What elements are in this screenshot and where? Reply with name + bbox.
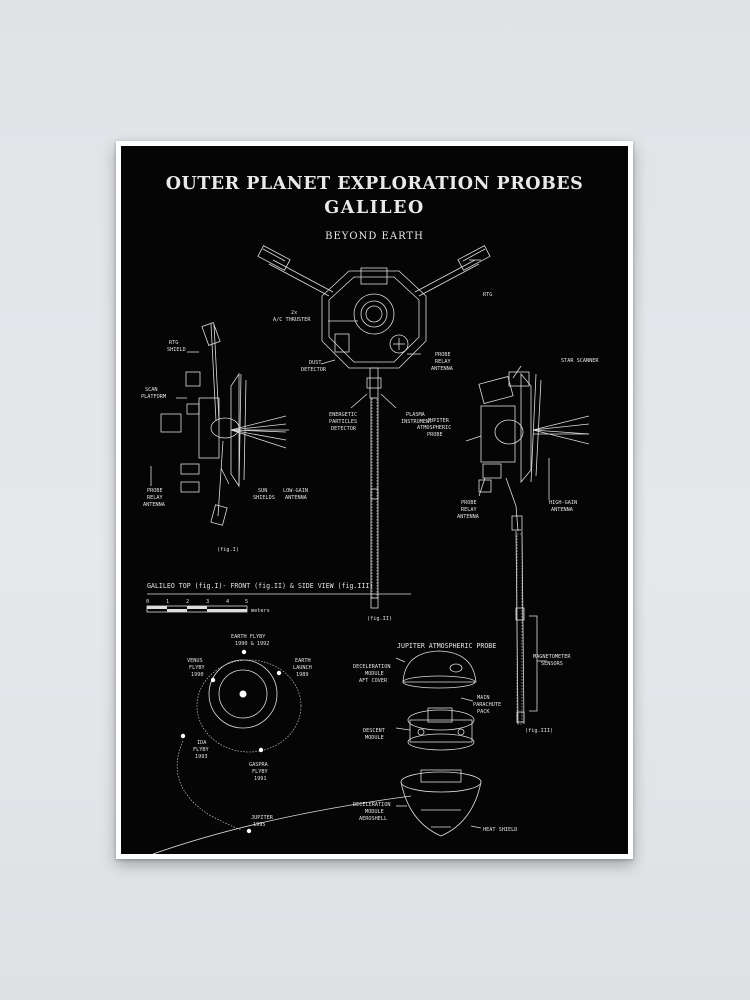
label-star-scanner: STAR SCANNER <box>561 358 599 364</box>
label-descent-1: DESCENT <box>363 728 385 734</box>
label-venus-2: FLYBY <box>189 665 205 671</box>
label-jap-3: PROBE <box>427 432 443 438</box>
label-aft-cover-1: DECELERATION <box>353 664 390 670</box>
blueprint-drawing: GALILEO TOP (fig.I)- FRONT (fig.II) & SI… <box>141 245 599 854</box>
label-sun-shields-1: SUN <box>258 488 267 494</box>
label-pra-right-2: RELAY <box>461 507 477 513</box>
label-jap-2: ATMOSPHERIC <box>417 425 451 431</box>
label-pra-left-1: PROBE <box>147 488 163 494</box>
rtg-left <box>257 245 291 271</box>
poster-subtitle: BEYOND EARTH <box>325 231 424 242</box>
label-energetic-2: PARTICLES <box>329 419 357 425</box>
label-ac-thruster: A/C THRUSTER <box>273 317 311 323</box>
label-jap-1: JUPITER <box>427 418 450 424</box>
atmospheric-probe <box>400 650 482 837</box>
label-gaspra-2: FLYBY <box>252 769 268 775</box>
spacecraft-labels: RTG 2x A/C THRUSTER RTG SHIELD SCAN PLAT… <box>141 292 599 734</box>
label-launch-2: LAUNCH <box>293 665 312 671</box>
label-pra-left-3: ANTENNA <box>143 502 166 508</box>
label-high-gain-1: HIGH-GAIN <box>549 500 577 506</box>
scale-caption: GALILEO TOP (fig.I)- FRONT (fig.II) & SI… <box>147 582 373 590</box>
label-fig2: (fig.II) <box>367 616 392 622</box>
label-rtg-shield-1: RTG <box>169 340 178 346</box>
label-pra-right-1: PROBE <box>461 500 477 506</box>
label-rtg-top: RTG <box>483 292 492 298</box>
poster: OUTER PLANET EXPLORATION PROBES GALILEO … <box>121 146 628 854</box>
label-magnetometer-2: SENSORS <box>541 661 563 667</box>
label-plasma-2: INSTRUMENT <box>401 419 432 425</box>
label-energetic-1: ENERGETIC <box>329 412 357 418</box>
side-view-spacecraft <box>478 371 590 725</box>
label-ac-thruster-count: 2x <box>291 310 297 316</box>
label-rtg-shield-2: SHIELD <box>167 347 186 353</box>
label-gaspra-1: GASPRA <box>249 762 269 768</box>
label-parachute-1: MAIN <box>477 695 490 701</box>
label-pra-left-2: RELAY <box>147 495 163 501</box>
scale-tick-4: 4 <box>226 599 229 605</box>
leader-lines <box>150 259 550 829</box>
label-parachute-2: PARACHUTE <box>473 702 501 708</box>
label-heat-shield: HEAT SHIELD <box>483 827 517 833</box>
label-probe-relay-c1: PROBE <box>435 352 451 358</box>
scale-unit: meters <box>251 608 270 614</box>
label-ida-3: 1993 <box>195 754 208 760</box>
label-sun-shields-2: SHIELDS <box>253 495 275 501</box>
label-plasma-1: PLASMA <box>406 412 426 418</box>
label-dust-detector-1: DUST <box>309 360 322 366</box>
probe-labels: JUPITER ATMOSPHERIC PROBE DECELERATION M… <box>353 642 517 833</box>
label-venus-3: 1990 <box>191 672 204 678</box>
label-jupiter-2: 1995 <box>253 822 266 828</box>
label-pra-right-3: ANTENNA <box>457 514 480 520</box>
scale-bar: GALILEO TOP (fig.I)- FRONT (fig.II) & SI… <box>146 582 411 614</box>
label-dust-detector-2: DETECTOR <box>301 367 327 373</box>
label-low-gain-1: LOW-GAIN <box>283 488 308 494</box>
poster-title-galileo: GALILEO <box>324 198 425 218</box>
label-ida-1: IDA <box>197 740 207 746</box>
label-aft-cover-3: AFT COVER <box>359 678 388 684</box>
front-view-spacecraft <box>257 245 491 609</box>
label-scan-platform-2: PLATFORM <box>141 394 166 400</box>
rtg-right <box>457 245 491 271</box>
poster-title: OUTER PLANET EXPLORATION PROBES <box>165 174 584 194</box>
label-launch-3: 1989 <box>296 672 309 678</box>
label-probe-relay-c2: RELAY <box>435 359 451 365</box>
label-energetic-3: DETECTOR <box>331 426 357 432</box>
label-scan-platform-1: SCAN <box>145 387 158 393</box>
label-descent-2: MODULE <box>365 735 384 741</box>
scale-tick-0: 0 <box>146 599 149 605</box>
label-fig3: (fig.III) <box>525 728 553 734</box>
trajectory-labels: EARTH FLYBY 1990 & 1992 VENUS FLYBY 1990… <box>187 634 312 828</box>
label-aeroshell-2: MODULE <box>365 809 384 815</box>
scale-tick-2: 2 <box>186 599 189 605</box>
label-aeroshell-3: AEROSHELL <box>359 816 387 822</box>
label-launch-1: EARTH <box>295 658 311 664</box>
label-venus-1: VENUS <box>187 658 203 664</box>
label-aft-cover-2: MODULE <box>365 671 384 677</box>
label-magnetometer-1: MAGNETOMETER <box>533 654 571 660</box>
label-gaspra-3: 1991 <box>254 776 267 782</box>
label-jupiter-1: JUPITER <box>251 815 274 821</box>
label-parachute-3: PACK <box>477 709 490 715</box>
label-aeroshell-1: DECELERATION <box>353 802 390 808</box>
probe-section-title: JUPITER ATMOSPHERIC PROBE <box>397 642 496 650</box>
scale-tick-3: 3 <box>206 599 209 605</box>
scale-tick-1: 1 <box>166 599 169 605</box>
label-ida-2: FLYBY <box>193 747 209 753</box>
label-probe-relay-c3: ANTENNA <box>431 366 454 372</box>
label-high-gain-2: ANTENNA <box>551 507 574 513</box>
label-earth-flyby-2: 1990 & 1992 <box>235 641 269 647</box>
trajectory-diagram <box>152 649 412 854</box>
label-earth-flyby-1: EARTH FLYBY <box>231 634 266 640</box>
label-fig1: (fig.I) <box>217 547 239 553</box>
label-low-gain-2: ANTENNA <box>285 495 308 501</box>
scale-tick-5: 5 <box>245 599 248 605</box>
top-view-spacecraft <box>160 322 289 526</box>
